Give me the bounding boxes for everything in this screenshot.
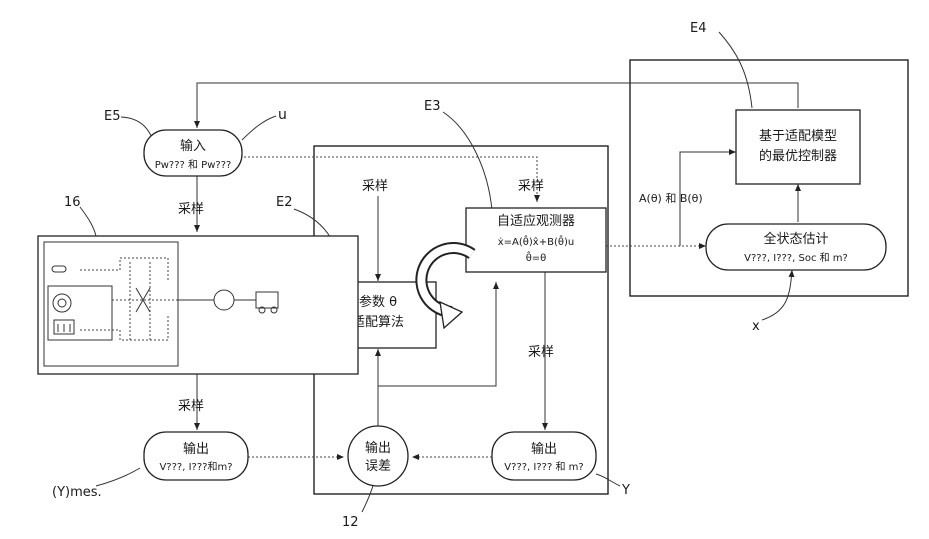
observer-eq1: ẋ=A(θ̂)x̂+B(θ̂)u xyxy=(498,234,574,248)
label-e5: E5 xyxy=(104,109,121,124)
param-line2: 适配算法 xyxy=(352,315,404,330)
optimal-controller-box xyxy=(736,110,860,184)
output-left-title: 输出 xyxy=(183,441,209,457)
label-e3: E3 xyxy=(424,99,441,114)
system-outer-box xyxy=(38,236,358,374)
observer-title: 自适应观测器 xyxy=(497,213,575,229)
label-e2: E2 xyxy=(276,195,293,210)
label-u: u xyxy=(278,107,287,123)
controller-line1: 基于适配模型 xyxy=(759,129,837,144)
sampling-label-right: 采样 xyxy=(528,345,554,360)
top-feedback-line xyxy=(197,83,798,128)
error-line1: 输出 xyxy=(365,440,391,456)
sampling-label-inner: 采样 xyxy=(362,179,388,194)
x-to-estimator-line xyxy=(762,270,792,320)
ab-label: A(θ) 和 B(θ) xyxy=(639,192,703,205)
sampling-label-input: 采样 xyxy=(178,202,204,217)
label-ymes: (Y)mes. xyxy=(52,485,102,500)
output-right-title: 输出 xyxy=(531,441,557,457)
param-line1: 参数 θ xyxy=(359,294,397,310)
n16-leader xyxy=(80,207,96,236)
e3-leader xyxy=(443,112,492,210)
controller-line2: 的最优控制器 xyxy=(759,148,837,164)
output-right-sub: V???, I??? 和 m? xyxy=(504,461,583,473)
observer-eq2: θ̂=θ xyxy=(526,250,547,264)
label-16: 16 xyxy=(64,195,81,210)
u-leader xyxy=(242,116,276,140)
e4-leader xyxy=(719,32,752,108)
error-line2: 误差 xyxy=(365,459,391,474)
label-12: 12 xyxy=(342,515,359,530)
input-title: 输入 xyxy=(180,138,206,154)
estimator-sub: V???, I???, Soc 和 m? xyxy=(744,252,848,264)
vehicle-system-block xyxy=(38,236,358,374)
label-e4: E4 xyxy=(690,21,707,36)
label-y: Y xyxy=(621,483,630,498)
output-error-circle xyxy=(348,426,408,486)
input-sub: Pw??? 和 Pw??? xyxy=(155,159,232,171)
e5-leader xyxy=(121,117,152,138)
label-x: x xyxy=(752,319,760,334)
output-left-sub: V???, I???和m? xyxy=(159,461,232,473)
n12-leader xyxy=(362,482,374,512)
sampling-label-observer: 采样 xyxy=(518,179,544,194)
ymes-leader xyxy=(96,468,140,486)
sampling-label-output: 采样 xyxy=(178,399,204,414)
estimator-title: 全状态估计 xyxy=(763,231,828,247)
